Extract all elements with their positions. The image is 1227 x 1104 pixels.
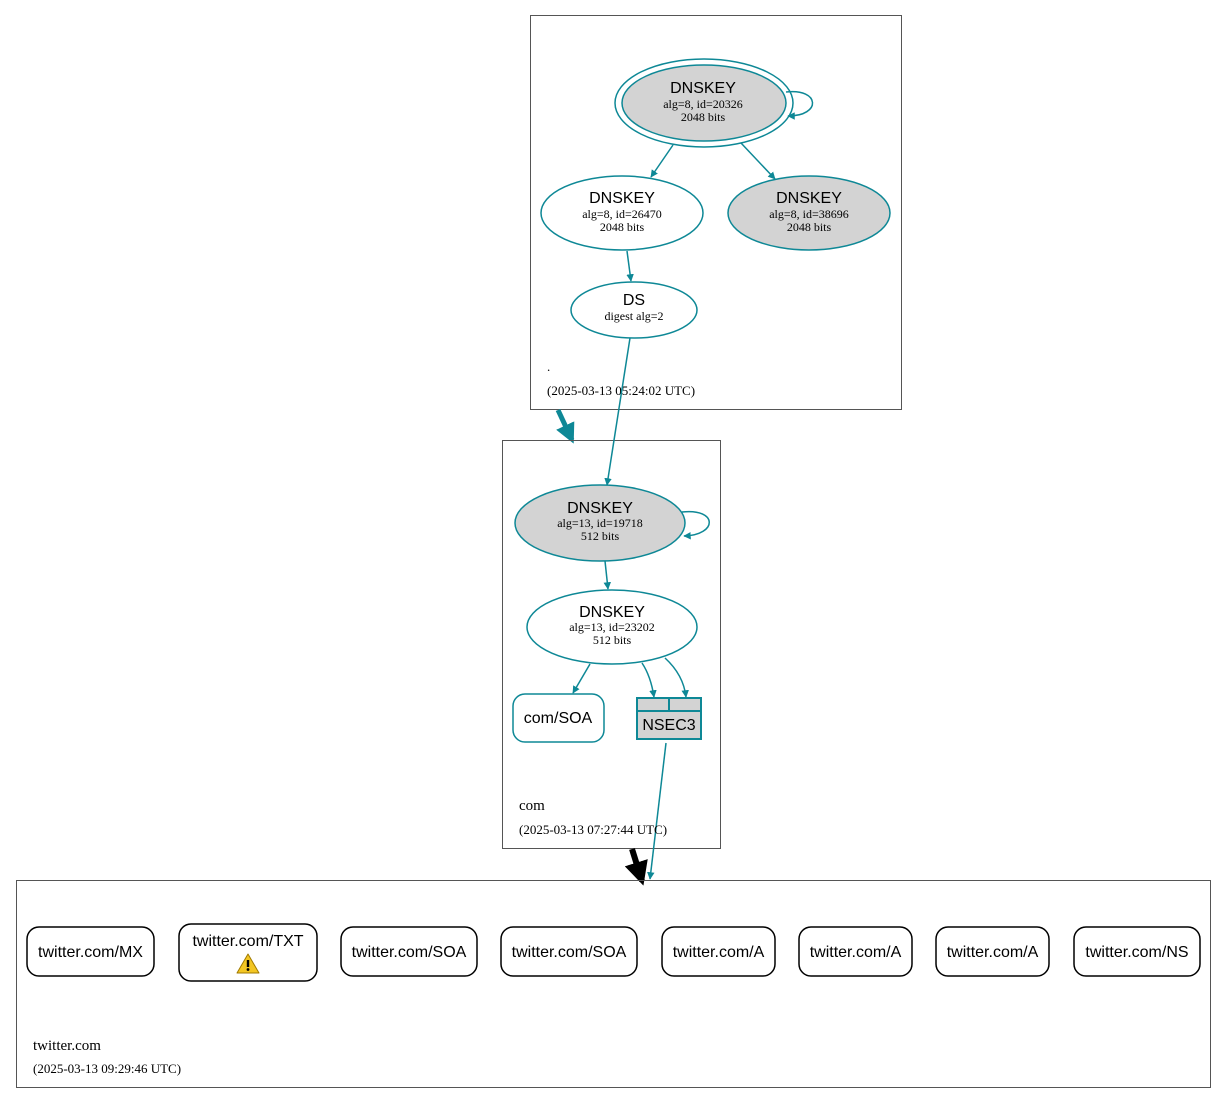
delegation-root-to-com [555,408,575,444]
root-dnskey-38696-bits: 2048 bits [787,220,832,234]
zone-twitter-box [16,880,1211,1088]
edge-nsec3-to-twitter [647,742,667,880]
com-dnskey-zsk-node[interactable]: DNSKEY alg=13, id=23202 512 bits [526,589,698,665]
com-dnskey-ksk-node[interactable]: DNSKEY alg=13, id=19718 512 bits [514,484,686,562]
com-dnskey-zsk-title: DNSKEY [579,604,645,621]
com-dnskey-ksk-info: alg=13, id=19718 [557,516,643,530]
record-label: twitter.com/MX [38,944,143,961]
root-dnskey-zsk-node[interactable]: DNSKEY alg=8, id=26470 2048 bits [540,175,704,251]
com-ksk-self-edge [681,510,710,540]
twitter-records: twitter.com/MX twitter.com/TXT twitter.com… [26,923,1201,982]
com-dnskey-zsk-bits: 512 bits [593,633,632,647]
record-node[interactable]: twitter.com/SOA [340,926,478,977]
record-node[interactable]: twitter.com/A [935,926,1050,977]
com-soa-label: com/SOA [524,710,593,727]
edge-root-ksk-to-zsk [650,144,674,178]
com-nsec3-node[interactable]: NSEC3 [636,697,702,740]
record-node[interactable]: twitter.com/TXT [178,923,318,982]
root-dnskey-zsk-info: alg=8, id=26470 [582,207,662,221]
root-dnskey-ksk-title: DNSKEY [670,80,736,97]
root-ds-node[interactable]: DS digest alg=2 [570,281,698,339]
record-node[interactable]: twitter.com/MX [26,926,155,977]
zone-com-name: com [519,798,545,814]
zone-com-box [502,440,721,849]
zone-twitter-name: twitter.com [33,1038,101,1054]
edge-root-zsk-to-ds [626,250,634,282]
record-label: twitter.com/SOA [512,944,627,961]
root-dnskey-38696-info: alg=8, id=38696 [769,207,849,221]
com-dnskey-ksk-title: DNSKEY [567,500,633,517]
edge-com-zsk-to-nsec3-a [641,662,657,698]
warning-icon [236,953,260,974]
zone-root: DNSKEY alg=8, id=20326 2048 bits DNSKEY … [530,15,902,410]
edge-ds-to-com-ksk [604,337,631,486]
root-dnskey-ksk-bits: 2048 bits [681,110,726,124]
root-ksk-self-edge [785,90,814,120]
root-dnskey-ksk-node[interactable]: DNSKEY alg=8, id=20326 2048 bits [614,58,794,148]
root-dnskey-zsk-title: DNSKEY [589,190,655,207]
delegation-com-to-twitter [624,848,648,886]
root-dnskey-ksk-info: alg=8, id=20326 [663,97,743,111]
record-node[interactable]: twitter.com/A [661,926,776,977]
root-ds-title: DS [623,292,645,309]
edge-com-zsk-to-nsec3-b [664,657,689,698]
record-label: twitter.com/A [673,944,765,961]
zone-twitter: twitter.com/MX twitter.com/TXT twitter.com… [16,880,1211,1088]
zone-root-name: . [547,359,550,374]
record-label: twitter.com/NS [1085,944,1188,961]
com-dnskey-zsk-info: alg=13, id=23202 [569,620,655,634]
zone-com-timestamp: (2025-03-13 07:27:44 UTC) [519,822,667,837]
record-label: twitter.com/SOA [352,944,467,961]
record-node[interactable]: twitter.com/NS [1073,926,1201,977]
com-soa-node[interactable]: com/SOA [512,693,605,743]
root-dnskey-38696-node[interactable]: DNSKEY alg=8, id=38696 2048 bits [727,175,891,251]
zone-twitter-timestamp: (2025-03-13 09:29:46 UTC) [33,1061,181,1076]
root-dnskey-38696-title: DNSKEY [776,190,842,207]
edge-com-zsk-to-soa [572,663,591,694]
zone-root-timestamp: (2025-03-13 05:24:02 UTC) [547,383,695,398]
record-node[interactable]: twitter.com/A [798,926,913,977]
record-label: twitter.com/TXT [192,933,303,950]
root-ds-info: digest alg=2 [604,309,663,323]
record-label: twitter.com/A [947,944,1039,961]
root-dnskey-zsk-bits: 2048 bits [600,220,645,234]
record-node[interactable]: twitter.com/SOA [500,926,638,977]
edge-com-ksk-to-zsk [603,560,612,590]
com-nsec3-label: NSEC3 [642,717,695,734]
zone-com: DNSKEY alg=13, id=19718 512 bits DNSKEY … [502,337,721,880]
com-dnskey-ksk-bits: 512 bits [581,529,620,543]
edge-root-ksk-to-38696 [740,142,776,180]
zone-root-box [530,15,902,410]
record-label: twitter.com/A [810,944,902,961]
